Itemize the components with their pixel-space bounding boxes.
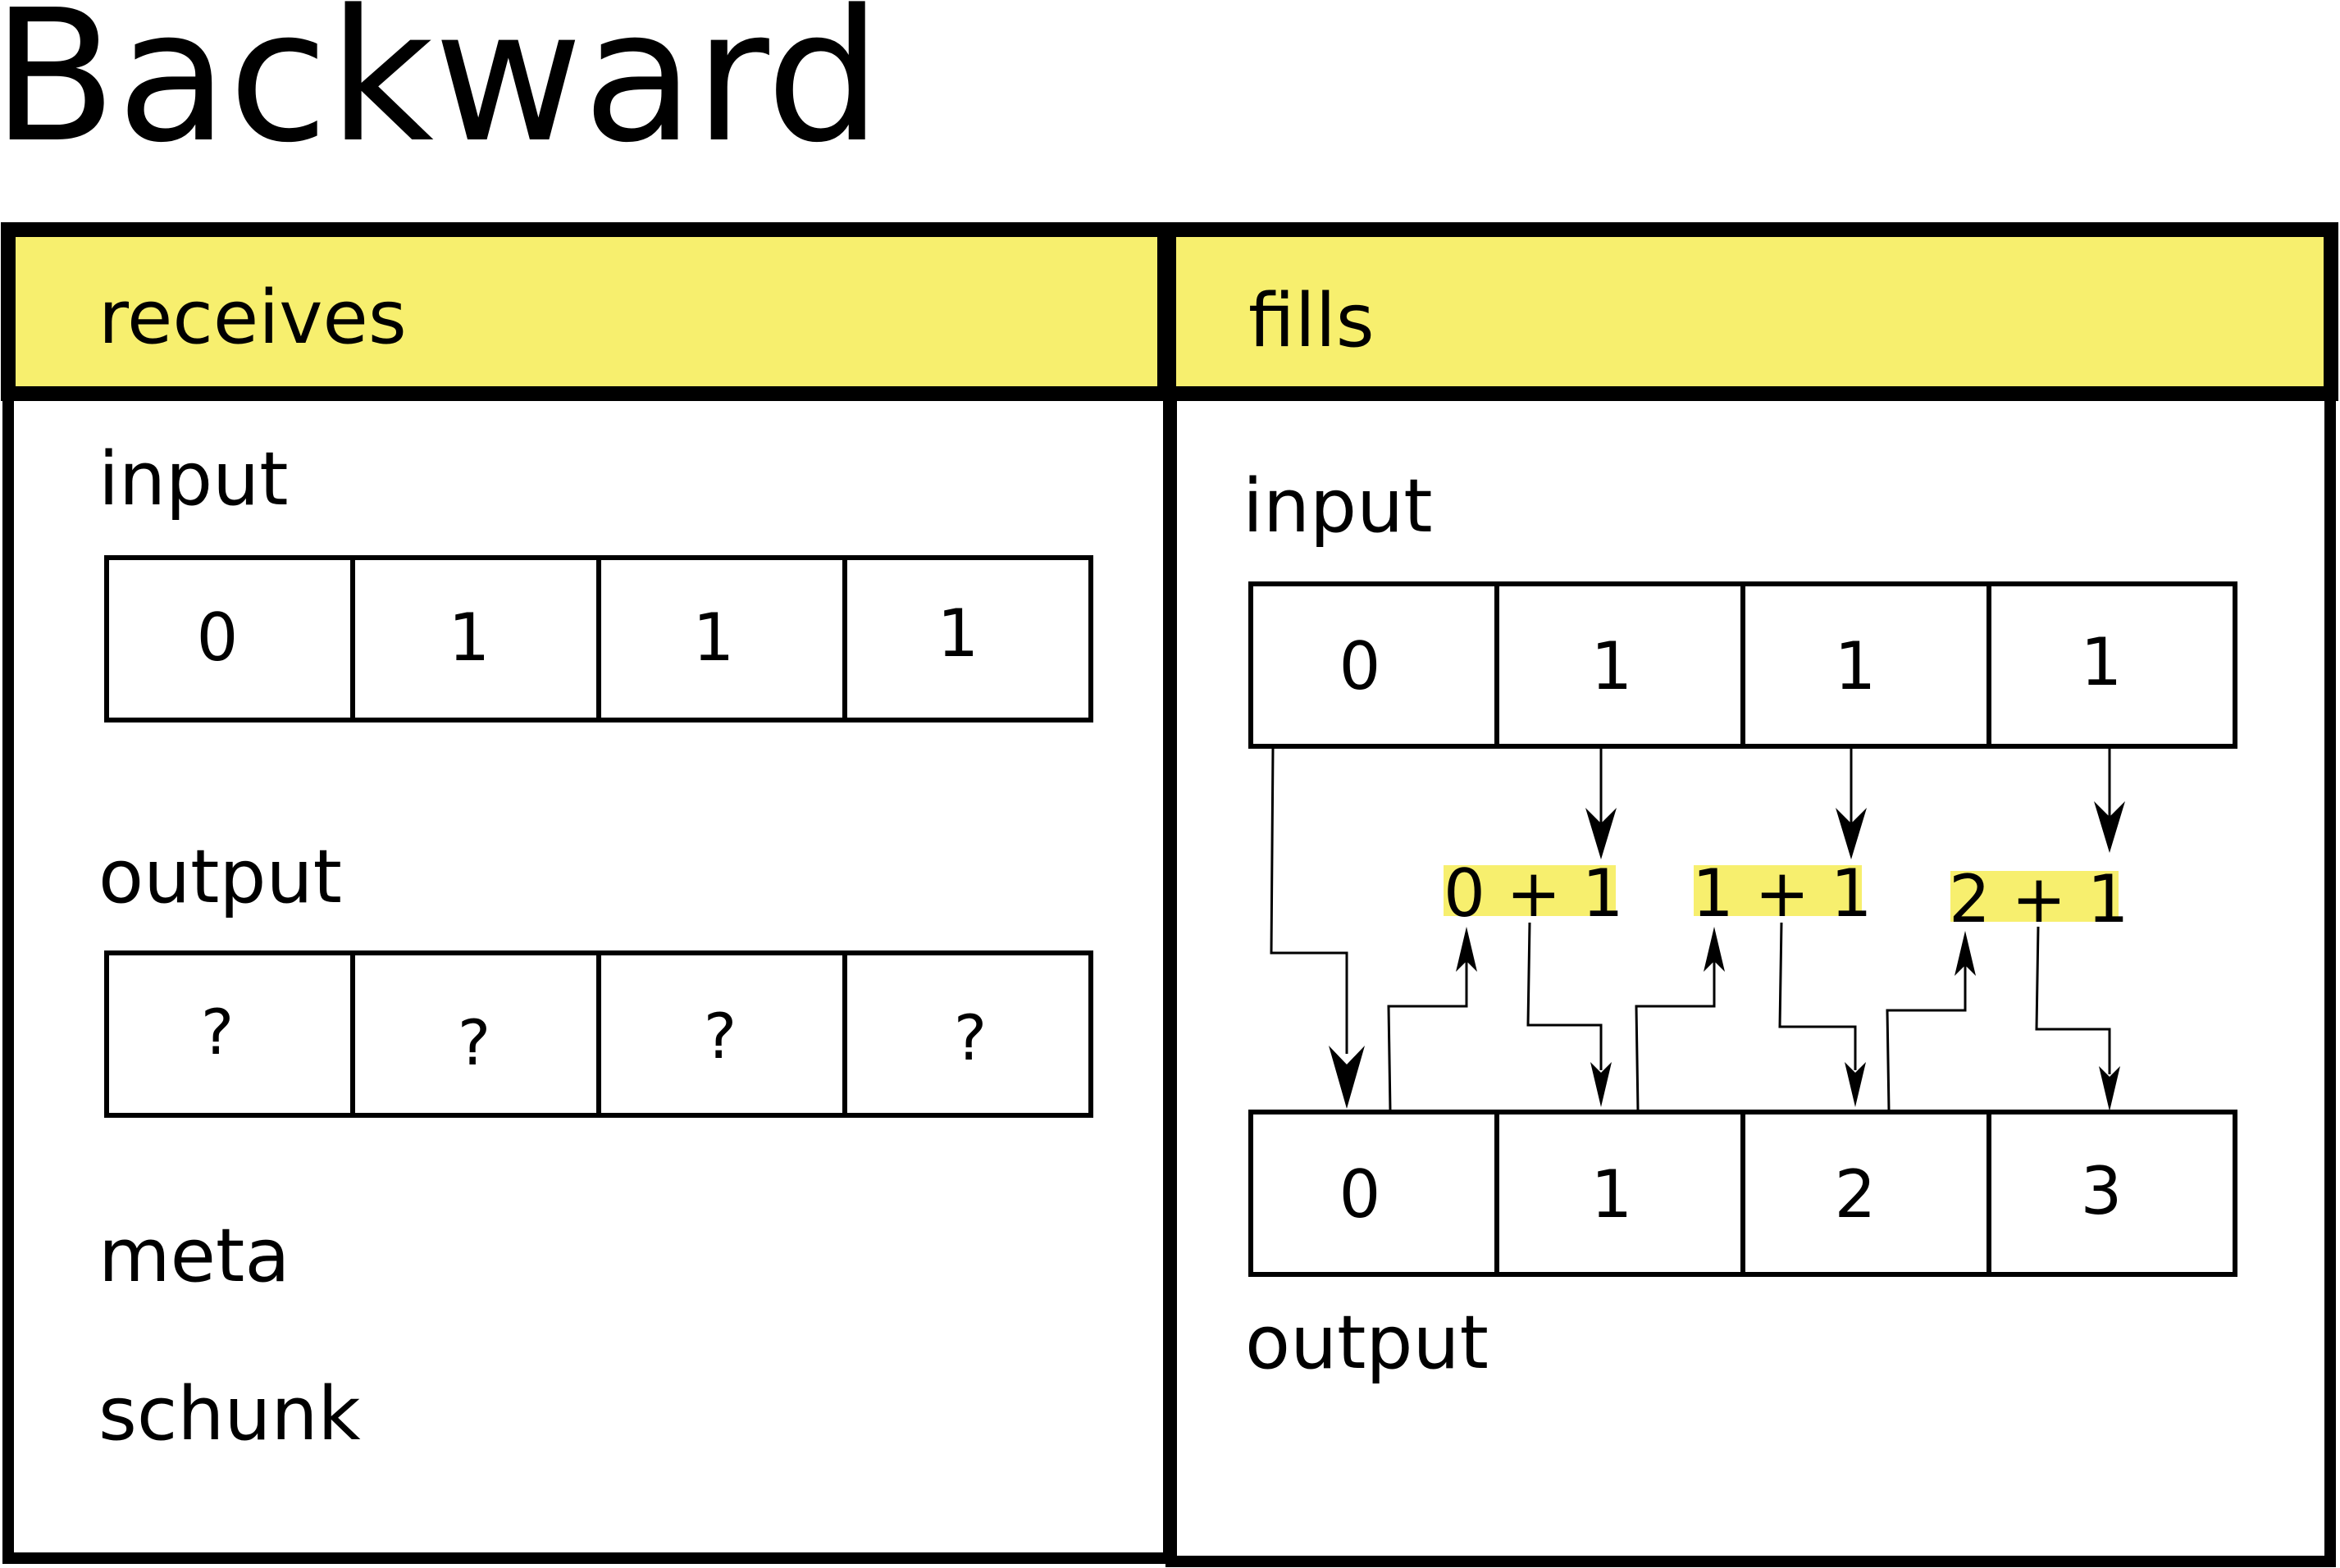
right-input-array: 0 1 1 1 xyxy=(1248,581,2237,749)
input-to-sum-arrowheads xyxy=(1585,801,2125,859)
left-output-cell xyxy=(596,950,847,1118)
sum-to-output-arrowheads xyxy=(1590,1062,2120,1111)
left-panel-header: receives xyxy=(98,275,407,361)
right-output-value: 2 xyxy=(1835,1156,1877,1233)
right-output-value: 0 xyxy=(1339,1156,1381,1233)
right-panel-header: fills xyxy=(1248,278,1375,364)
arrowhead xyxy=(1585,808,1617,859)
left-input-cell xyxy=(596,555,847,722)
left-input-label: input xyxy=(98,436,289,522)
right-output-cell xyxy=(1740,1110,1991,1277)
right-input-value: 0 xyxy=(1339,628,1381,704)
input-to-sum-arrows xyxy=(1599,745,2111,828)
left-input-cell xyxy=(842,555,1093,722)
right-input-value: 1 xyxy=(1591,628,1633,704)
left-output-value: ? xyxy=(201,996,234,1069)
left-input-array: 0 1 1 1 xyxy=(104,555,1093,722)
left-input-value: 1 xyxy=(937,595,979,672)
left-output-value: ? xyxy=(954,1001,987,1074)
right-output-label: output xyxy=(1245,1300,1489,1386)
arrowhead xyxy=(1590,1062,1612,1107)
right-output-value: 3 xyxy=(2081,1153,2123,1229)
arrowhead xyxy=(1836,808,1867,859)
left-output-array: ? ? ? ? xyxy=(104,950,1093,1118)
left-input-value: 1 xyxy=(693,599,735,676)
arrow-line xyxy=(1387,951,1468,1111)
sum-expression: 1 + 1 xyxy=(1692,855,1872,932)
arrowhead xyxy=(2094,801,2125,853)
sum-highlight xyxy=(1950,871,2119,922)
right-panel-frame xyxy=(1165,388,2336,1567)
right-input-cell xyxy=(1986,581,2237,749)
right-input-value: 1 xyxy=(1835,628,1877,704)
left-input-value: 1 xyxy=(449,599,490,676)
left-schunk-label: schunk xyxy=(98,1371,361,1457)
left-output-cell xyxy=(350,950,601,1118)
right-input-cell xyxy=(1740,581,1991,749)
left-input-value: 0 xyxy=(197,599,239,676)
sum-expressions: 0 + 1 1 + 1 2 + 1 xyxy=(1444,855,2129,937)
sum-highlight xyxy=(1694,865,1862,916)
right-input-label: input xyxy=(1243,463,1433,549)
sum-expression: 0 + 1 xyxy=(1444,855,1624,932)
page-title: Backward xyxy=(0,0,882,183)
left-panel: receives input 0 1 1 1 output ? ? ? ? me… xyxy=(1,222,1175,1564)
arrowhead xyxy=(2099,1066,2120,1111)
right-output-array: 0 1 2 3 xyxy=(1248,1110,2237,1277)
left-output-cell xyxy=(104,950,355,1118)
left-output-cell xyxy=(842,950,1093,1118)
left-output-value: ? xyxy=(458,1006,490,1079)
left-output-value: ? xyxy=(704,1000,737,1073)
arrow-line xyxy=(2035,926,2111,1074)
arrow-line xyxy=(1526,922,1603,1070)
arrow-line xyxy=(1635,951,1716,1111)
sum-expression: 2 + 1 xyxy=(1949,861,2129,937)
arrowhead xyxy=(1845,1062,1866,1107)
sum-to-output-arrows xyxy=(1526,922,2111,1074)
copy-arrow xyxy=(1270,747,1365,1109)
left-input-cell xyxy=(104,555,355,722)
arrowhead xyxy=(1456,927,1477,972)
sum-highlight xyxy=(1444,865,1616,916)
arrowhead xyxy=(1955,931,1976,976)
right-output-value: 1 xyxy=(1591,1156,1633,1233)
arrowhead xyxy=(1329,1046,1365,1109)
arrow-line xyxy=(1778,922,1857,1070)
left-output-label: output xyxy=(98,834,342,920)
left-meta-label: meta xyxy=(98,1213,290,1299)
right-panel: fills input 0 1 1 1 0 + 1 1 + 1 2 + 1 xyxy=(1161,222,2338,1567)
right-input-cell xyxy=(1494,581,1745,749)
right-output-cell xyxy=(1986,1110,2237,1277)
arrow-line xyxy=(1270,747,1348,1054)
arrowhead xyxy=(1704,927,1725,972)
right-output-cell xyxy=(1248,1110,1499,1277)
output-to-sum-arrowheads xyxy=(1456,927,1976,976)
right-output-cell xyxy=(1494,1110,1745,1277)
right-input-cell xyxy=(1248,581,1499,749)
output-to-sum-arrows xyxy=(1387,951,1967,1111)
arrow-line xyxy=(1886,955,1967,1111)
right-input-value: 1 xyxy=(2081,624,2123,700)
